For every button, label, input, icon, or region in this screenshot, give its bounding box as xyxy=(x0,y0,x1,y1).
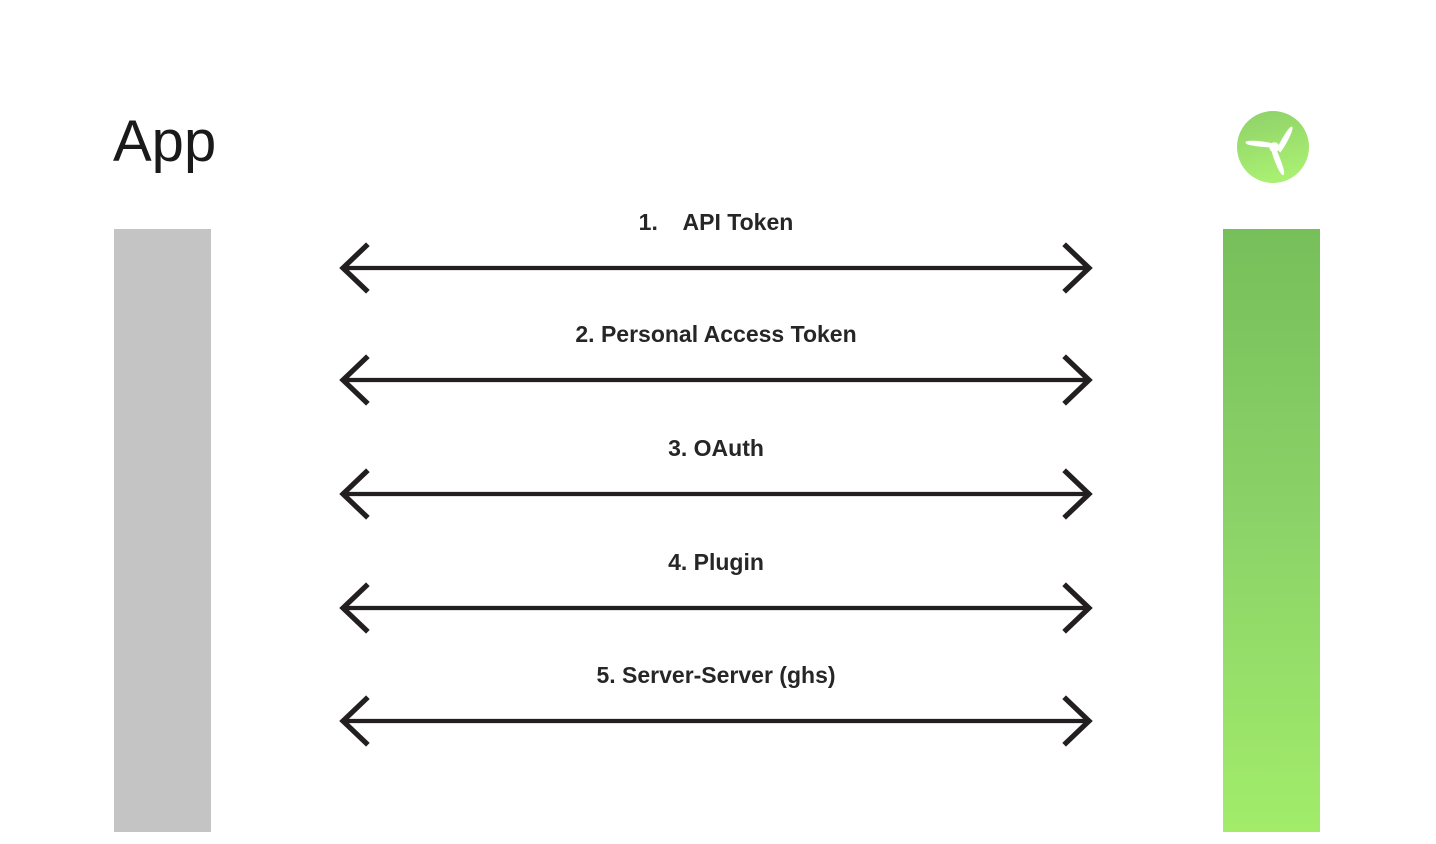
bidirectional-arrow-icon xyxy=(339,242,1093,294)
message-label: 2. Personal Access Token xyxy=(575,321,857,347)
message-label: 1. API Token xyxy=(638,209,794,235)
message-row: 5. Server-Server (ghs) xyxy=(336,661,1096,749)
message-label: 5. Server-Server (ghs) xyxy=(596,662,836,688)
propeller-logo-icon xyxy=(1237,111,1309,183)
bidirectional-arrow-icon xyxy=(339,354,1093,406)
message-row: 4. Plugin xyxy=(336,548,1096,636)
message-row: 1. API Token xyxy=(336,208,1096,296)
message-label: 3. OAuth xyxy=(668,435,764,461)
message-row: 3. OAuth xyxy=(336,434,1096,522)
bidirectional-arrow-icon xyxy=(339,695,1093,747)
service-lifeline-bar xyxy=(1223,229,1320,832)
message-row: 2. Personal Access Token xyxy=(336,320,1096,408)
app-lifeline-bar xyxy=(114,229,211,832)
bidirectional-arrow-icon xyxy=(339,582,1093,634)
message-label: 4. Plugin xyxy=(668,549,764,575)
bidirectional-arrow-icon xyxy=(339,468,1093,520)
page-title: App xyxy=(113,109,217,174)
